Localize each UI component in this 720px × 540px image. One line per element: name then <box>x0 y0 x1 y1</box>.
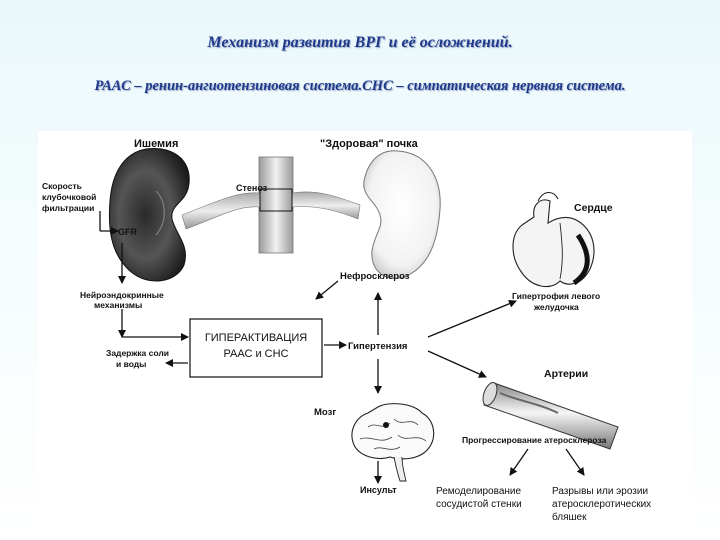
remodel-label-line2: сосудистой стенки <box>436 499 522 510</box>
hyperactivation-label-line2: РААС и СНС <box>223 348 288 360</box>
gfr-label-line3: фильтрации <box>42 203 94 213</box>
nephro-to-box-arrow <box>315 280 339 300</box>
gfr-abbr-label: GFR <box>118 227 137 237</box>
lvh-label-line1: Гипертрофия левого <box>512 291 600 301</box>
stenosis-label: Стеноз <box>236 183 268 193</box>
ischemia-label: Ишемия <box>134 138 178 150</box>
rupture-label-line1: Разрывы или эрозии <box>552 486 648 497</box>
athero-to-remodel-arrow <box>509 448 529 476</box>
artery-illustration <box>482 382 619 450</box>
slide-title: Механизм развития ВРГ и её осложнений. <box>207 34 513 51</box>
athero-progress-label: Прогрессирование атеросклероза <box>462 435 607 445</box>
stroke-label: Инсульт <box>360 485 397 495</box>
arteries-label: Артерии <box>544 368 588 380</box>
rupture-label-line2: атеросклеротических <box>552 499 651 510</box>
heart-illustration <box>512 191 595 288</box>
aorta-illustration <box>181 156 361 254</box>
gfr-label-line1: Скорость <box>42 181 82 191</box>
hypertension-label: Гипертензия <box>348 341 407 352</box>
hypertension-to-heart-arrow <box>427 299 517 338</box>
healthy-kidney-label: "Здоровая" почка <box>320 138 419 150</box>
healthy-kidney-illustration <box>363 150 441 279</box>
neuro-label-line2: механизмы <box>94 300 142 310</box>
remodel-label-line1: Ремоделирование <box>436 486 521 497</box>
neuro-label-line1: Нейроэндокринные <box>80 290 164 300</box>
hyperactivation-box <box>189 318 323 378</box>
athero-to-rupture-arrow <box>565 448 585 476</box>
brain-label: Мозг <box>314 407 336 418</box>
nephrosclerosis-label: Нефросклероз <box>340 271 410 282</box>
retention-label-line2: и воды <box>116 359 146 369</box>
hyperactivation-label-line1: ГИПЕРАКТИВАЦИЯ <box>205 332 307 344</box>
ischemic-kidney-illustration <box>108 148 190 282</box>
mechanism-diagram: Ишемия "Здоровая" почка Стеноз Скорость … <box>38 131 692 523</box>
lvh-label-line2: желудочка <box>533 302 579 312</box>
stenosis-zoom <box>259 188 293 212</box>
brain-illustration <box>351 403 435 482</box>
gfr-label-line2: клубочковой <box>42 192 96 202</box>
retention-label-line1: Задержка соли <box>106 348 169 358</box>
hypertension-to-artery-arrow <box>427 350 487 378</box>
rupture-label-line3: бляшек <box>552 511 587 523</box>
heart-label: Сердце <box>574 202 613 214</box>
slide-subtitle: РААС – ренин-ангиотензиновая система.СНС… <box>94 78 626 94</box>
